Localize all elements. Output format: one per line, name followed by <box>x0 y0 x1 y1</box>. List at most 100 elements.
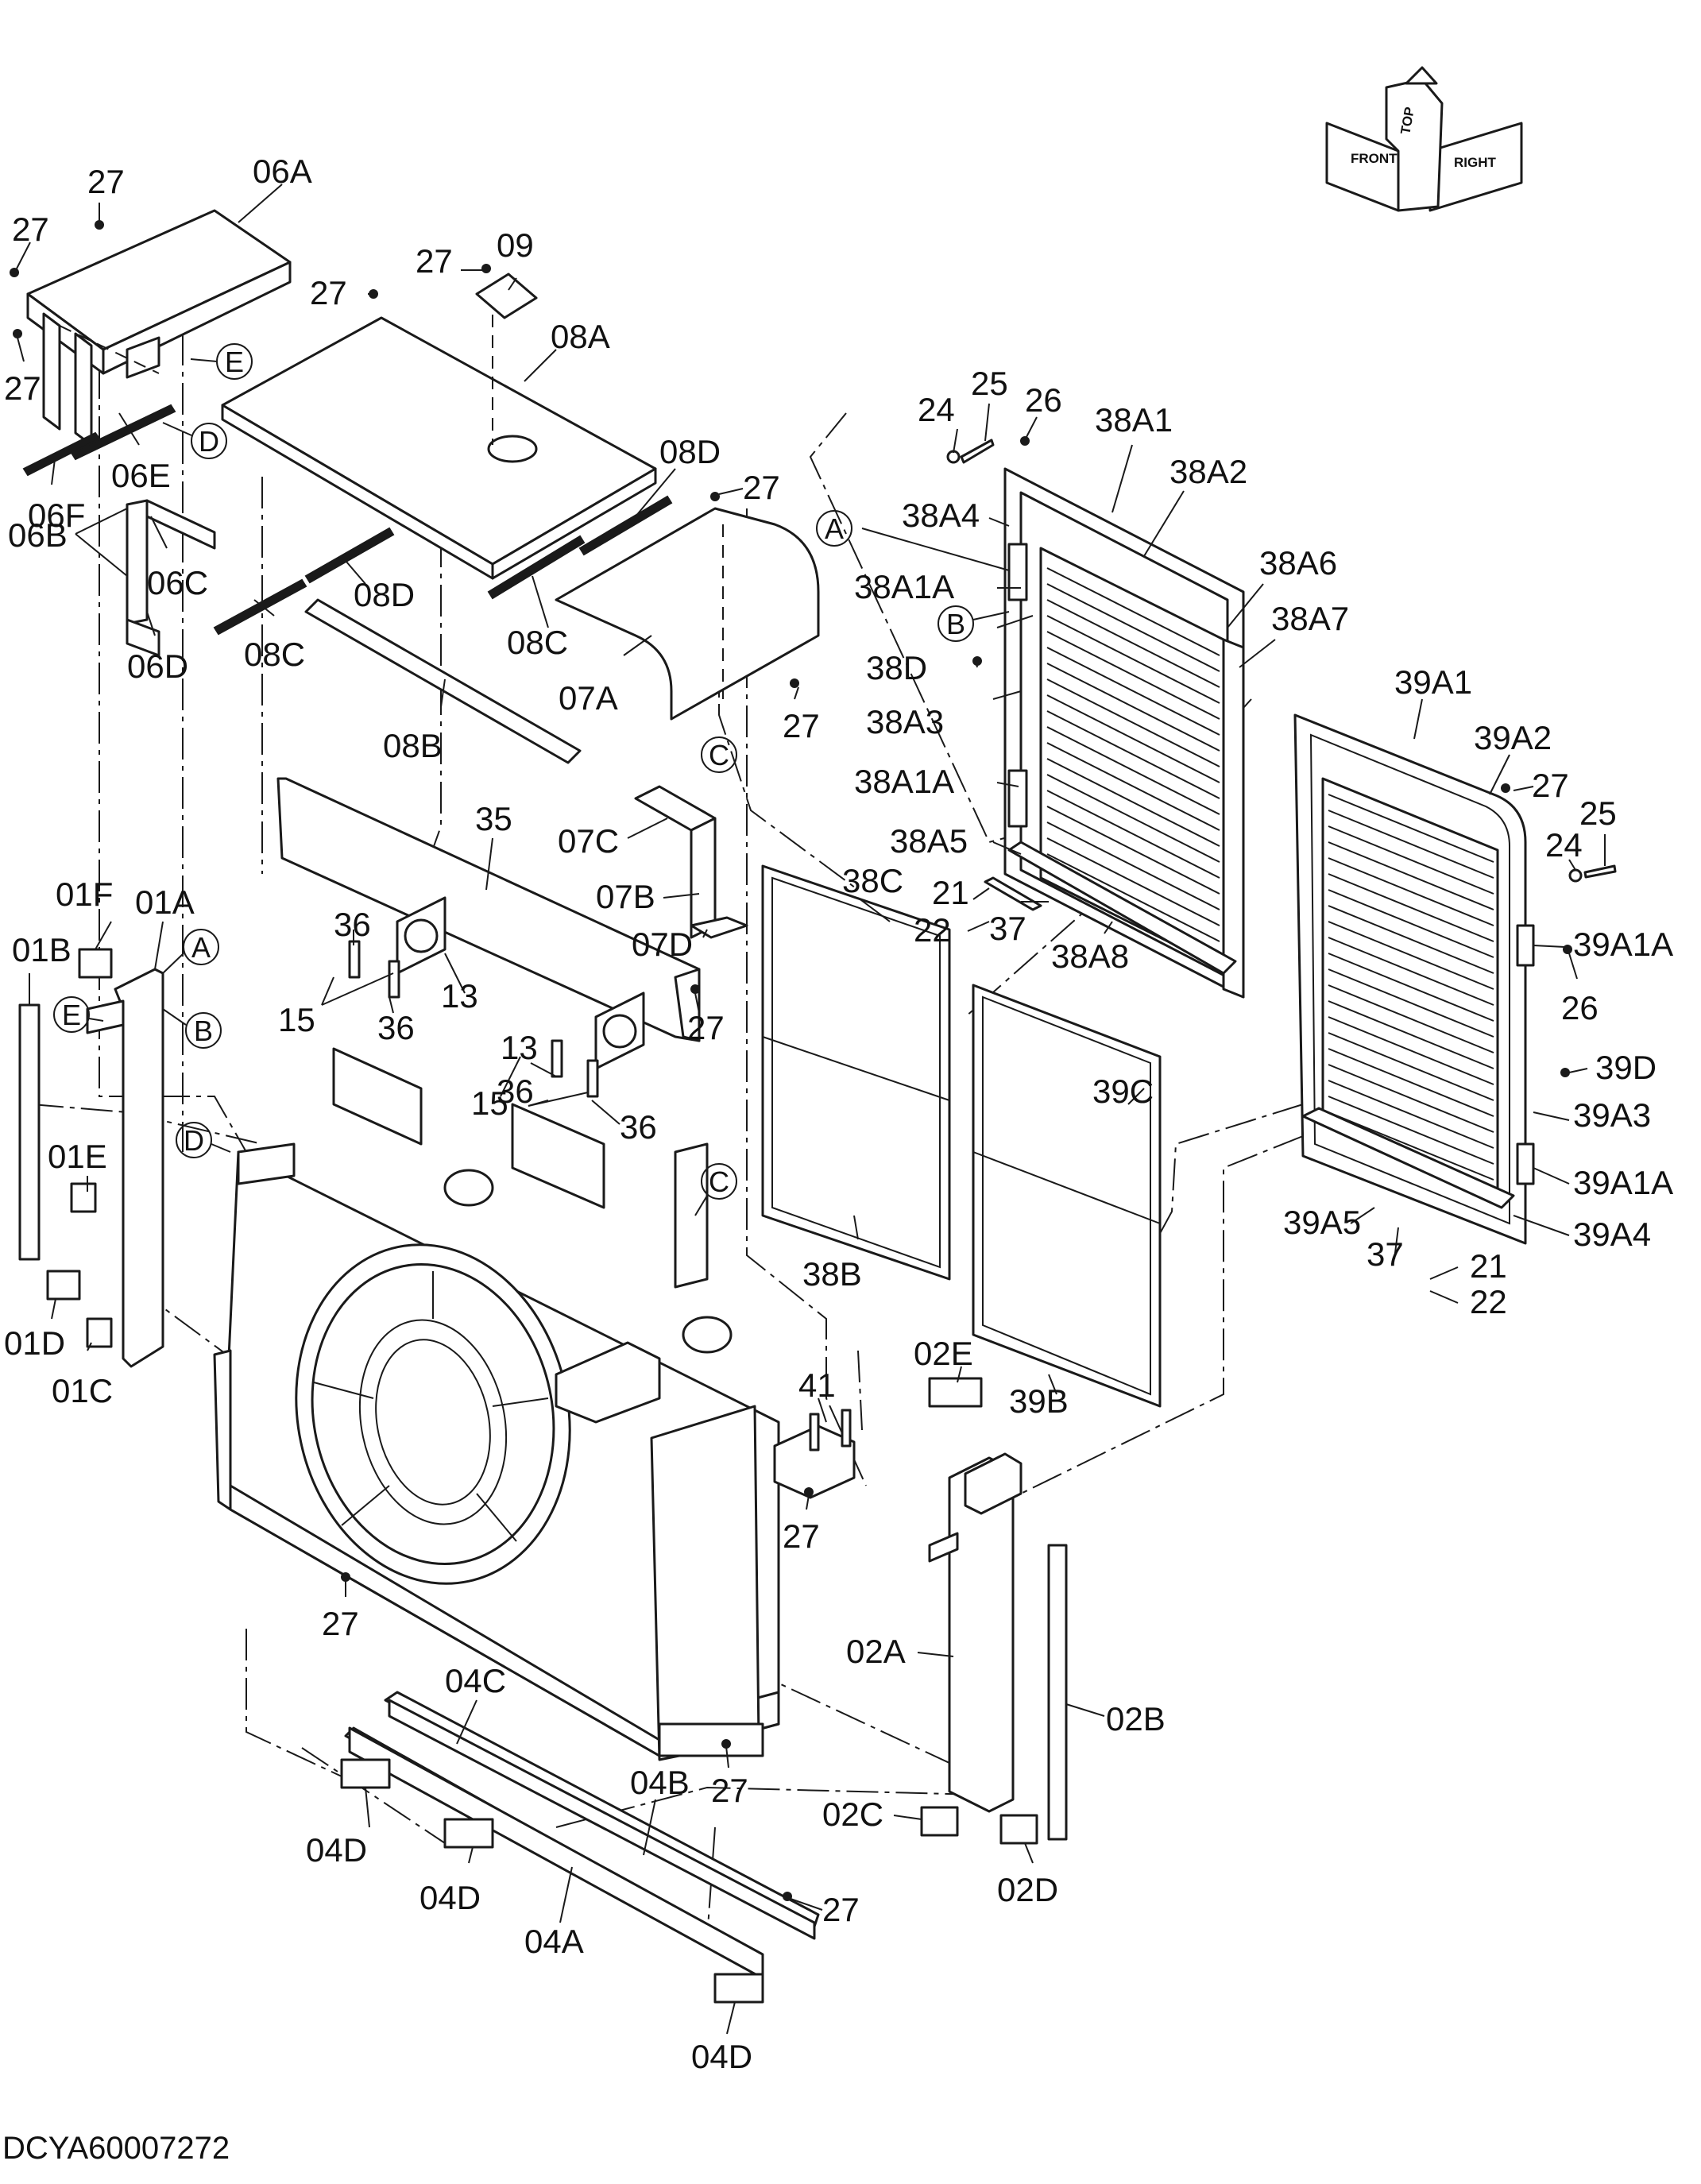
callout-label: 02B <box>1106 1700 1166 1738</box>
callout-label: 27 <box>4 369 41 407</box>
part-02-right-bracket <box>920 1377 1068 1845</box>
callout-label: 07B <box>596 878 655 915</box>
callout-label: 39A1 <box>1394 663 1472 701</box>
reference-mark-a-1: A <box>816 510 852 547</box>
callout-label: 02C <box>822 1796 883 1833</box>
callout-label: 13 <box>441 977 478 1015</box>
part-radiator-core-assembly <box>213 1047 780 1761</box>
part-08A-top-cover <box>213 273 673 764</box>
callout-label: 39C <box>1092 1073 1154 1110</box>
louver-slat <box>1328 984 1494 1053</box>
louver-slat <box>1046 758 1220 847</box>
part-39-grille-assembly <box>1293 713 1535 1245</box>
callout-label: 39A1A <box>1573 1164 1673 1201</box>
louver-slat <box>1046 663 1220 752</box>
callout-label: 24 <box>1545 826 1583 864</box>
callout-label: 27 <box>743 469 780 506</box>
louver-slat <box>1046 742 1220 831</box>
callout-label: 06A <box>253 153 312 190</box>
louver-slat <box>1328 889 1494 958</box>
callout-label: 08D <box>354 576 415 613</box>
callout-label: 38A8 <box>1051 937 1129 975</box>
callout-label: 39A3 <box>1573 1096 1651 1134</box>
louver-slat <box>1328 873 1494 942</box>
callout-label: 15 <box>278 1001 315 1038</box>
callout-label: 36 <box>620 1108 657 1146</box>
louver-slat <box>1046 726 1220 815</box>
callout-label: 13 <box>501 1029 538 1066</box>
reference-mark-d-1: D <box>162 422 227 459</box>
orientation-right-label: RIGHT <box>1454 155 1497 170</box>
callout-label: 39A5 <box>1283 1204 1361 1241</box>
louver-slat <box>1328 953 1494 1022</box>
louver-slat <box>1046 631 1220 720</box>
callout-label: 22 <box>1470 1283 1507 1320</box>
svg-text:C: C <box>709 1165 729 1198</box>
callout-label: 26 <box>1561 989 1599 1026</box>
callout-label: 09 <box>497 226 534 264</box>
reference-mark-e-1: E <box>190 343 253 380</box>
callout-label: 08C <box>244 636 305 673</box>
callout-label: 01D <box>4 1324 65 1362</box>
callout-label: 02E <box>914 1335 973 1372</box>
callout-label: 07D <box>632 926 693 963</box>
callout-label: 21 <box>932 874 969 911</box>
louver-slat <box>1046 710 1220 799</box>
louver-slat <box>1046 853 1220 942</box>
louver-slat <box>1328 1096 1494 1165</box>
callout-label: 27 <box>711 1772 748 1809</box>
callout-label: 39B <box>1009 1382 1069 1420</box>
callout-label: 06C <box>147 564 208 601</box>
louver-slat <box>1328 1080 1494 1149</box>
part-38-louvers <box>1046 567 1220 958</box>
svg-text:B: B <box>946 608 965 640</box>
reference-mark-a-2: A <box>162 929 219 974</box>
callout-label: 01F <box>56 876 113 913</box>
callout-label: 38D <box>866 649 927 686</box>
callout-label: 01B <box>12 931 72 968</box>
callout-label: 08B <box>383 727 443 764</box>
part-41-bracket <box>773 1409 856 1499</box>
reference-mark-b-1: B <box>937 605 1010 642</box>
louver-slat <box>1328 921 1494 990</box>
callout-label: 08C <box>507 624 568 661</box>
louver-slat <box>1046 694 1220 783</box>
louver-slat <box>1046 647 1220 736</box>
louver-slat <box>1328 1111 1494 1181</box>
callout-label: 37 <box>989 910 1026 947</box>
callout-label: 27 <box>12 211 49 248</box>
callout-label: 25 <box>971 365 1008 402</box>
reference-mark-e-2: E <box>53 996 104 1033</box>
callout-label: 26 <box>1025 381 1062 419</box>
louver-slat <box>1046 806 1220 895</box>
louver-slat <box>1328 1032 1494 1101</box>
louver-slat <box>1046 774 1220 863</box>
callout-label: 01E <box>48 1138 107 1175</box>
drawing-number: DCYA60007272 <box>2 2131 230 2166</box>
callout-label: 27 <box>822 1891 860 1928</box>
fastener-bolts <box>10 220 1617 1901</box>
louver-slat <box>1328 841 1494 910</box>
callout-label: 24 <box>918 391 955 428</box>
callout-label: 08D <box>659 433 721 470</box>
louver-slat <box>1046 821 1220 910</box>
reference-mark-c-1: C <box>701 736 737 773</box>
callout-label: 02D <box>997 1871 1058 1908</box>
callout-label: 39A1A <box>1573 926 1673 963</box>
svg-text:D: D <box>199 425 219 458</box>
callout-label: 21 <box>1470 1247 1507 1285</box>
callout-label: 36 <box>334 906 371 943</box>
callout-label: 27 <box>322 1605 359 1642</box>
svg-text:A: A <box>825 512 844 545</box>
callout-label: 02A <box>846 1633 906 1670</box>
reference-mark-d-2: D <box>176 1122 231 1158</box>
callout-label: 38A4 <box>902 497 980 534</box>
callout-label: 39A2 <box>1474 719 1552 756</box>
louver-slat <box>1328 1064 1494 1133</box>
orientation-front-label: FRONT <box>1351 151 1398 166</box>
callout-label: 27 <box>310 274 347 311</box>
callout-label: 38A1A <box>854 568 954 605</box>
svg-text:E: E <box>225 346 244 378</box>
part-38-grille-assembly <box>984 467 1245 999</box>
